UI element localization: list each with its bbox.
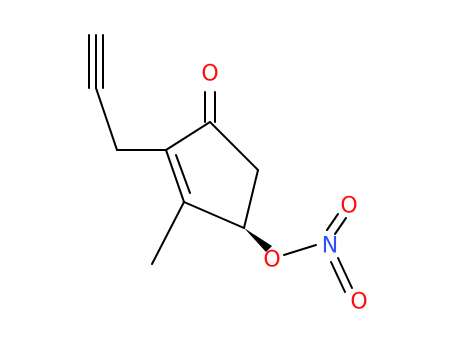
ester-oxygen-label: O: [263, 248, 280, 273]
ring-double-bond-c2-c3: [165, 149, 191, 203]
propargyl-bond-upper: [95, 87, 118, 151]
ring-bond-c1-c5: [209, 121, 259, 171]
alkyne-triple-bond: [88, 34, 104, 89]
nitro-upper-double-bond: [326, 213, 347, 235]
oxygen-nitrogen-bond: [283, 244, 317, 256]
ring-bond-c4-c3: [183, 201, 245, 229]
ring-bond-c5-c4: [243, 169, 259, 229]
nitro-lower-bond: [330, 257, 353, 293]
ketone-oxygen-label: O: [201, 62, 218, 87]
nitro-lower-oxygen-label: O: [350, 290, 367, 315]
nitro-upper-oxygen-label: O: [340, 194, 357, 219]
stereo-wedge-bond: [244, 228, 272, 252]
ring-bond-c2-c1: [165, 121, 211, 151]
ketone-double-bond: [204, 91, 216, 123]
methyl-bond: [151, 201, 185, 265]
nitro-nitrogen-label: N: [322, 234, 338, 259]
